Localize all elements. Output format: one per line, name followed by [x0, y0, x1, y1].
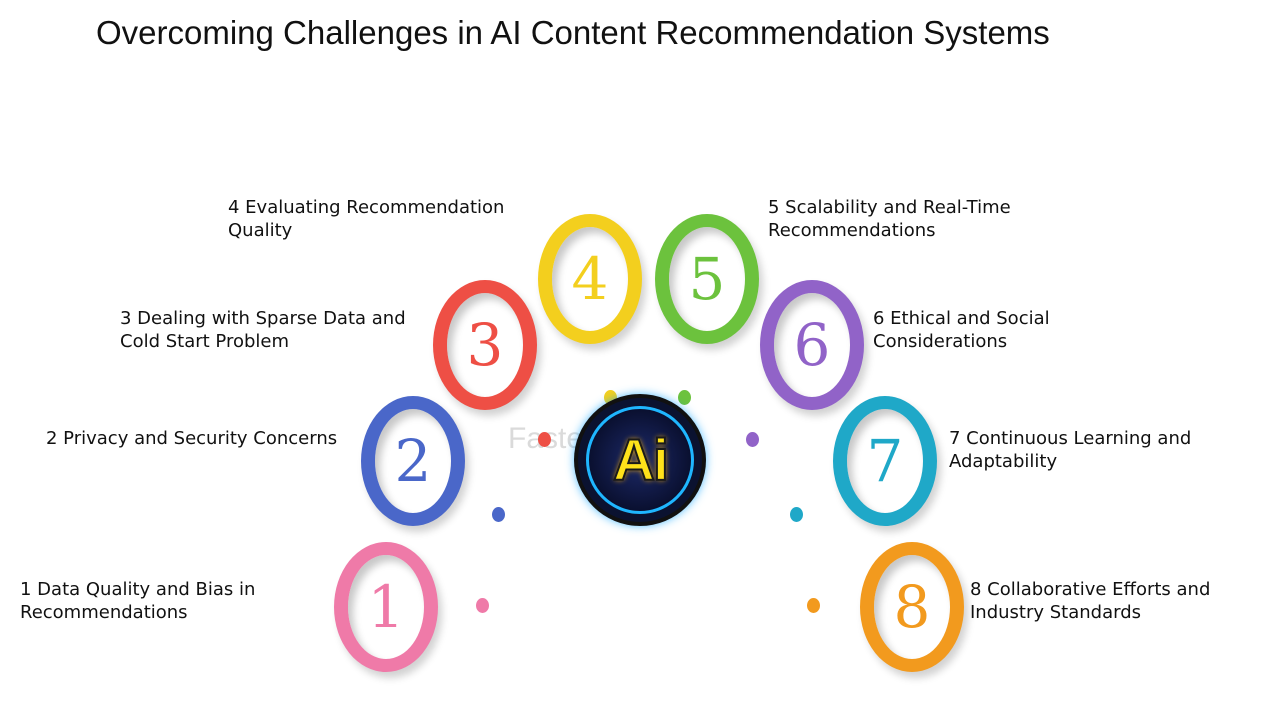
connector-dot-2	[492, 507, 505, 522]
item-label-2: 2 Privacy and Security Concerns	[46, 428, 338, 449]
connector-dot-3	[538, 432, 551, 447]
connector-dot-4	[604, 390, 617, 405]
ai-logo-badge: Ai	[578, 398, 702, 522]
number-circle-3: 3	[433, 280, 537, 410]
number-circle-1: 1	[334, 542, 438, 672]
number-circle-6: 6	[760, 280, 864, 410]
number-2: 2	[394, 427, 432, 495]
ai-logo-text: Ai	[612, 427, 670, 494]
number-circle-2: 2	[361, 396, 465, 526]
page-title: Overcoming Challenges in AI Content Reco…	[96, 14, 1050, 51]
connector-dot-7	[790, 507, 803, 522]
connector-dot-1	[476, 598, 489, 613]
number-3: 3	[466, 311, 504, 379]
number-circle-7: 7	[833, 396, 937, 526]
number-circle-4: 4	[538, 214, 642, 344]
number-circle-5: 5	[655, 214, 759, 344]
number-6: 6	[793, 311, 831, 379]
number-5: 5	[688, 245, 726, 313]
connector-dot-8	[807, 598, 820, 613]
ai-logo-inner: Ai	[586, 406, 694, 514]
number-4: 4	[571, 245, 609, 313]
number-8: 8	[893, 573, 931, 641]
number-7: 7	[866, 427, 904, 495]
number-circle-8: 8	[860, 542, 964, 672]
connector-dot-5	[678, 390, 691, 405]
connector-dot-6	[746, 432, 759, 447]
number-1: 1	[367, 573, 405, 641]
